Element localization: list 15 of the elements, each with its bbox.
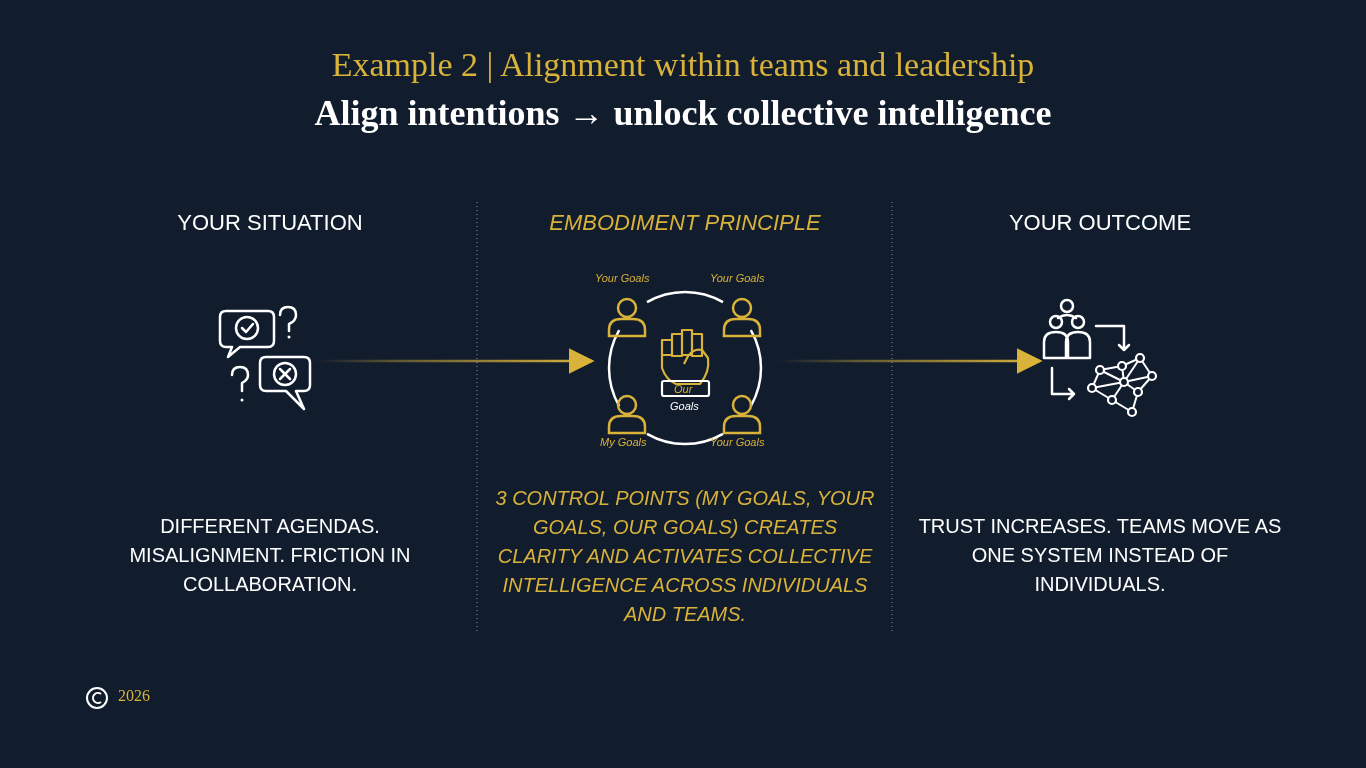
column-heading: EMBODIMENT PRINCIPLE: [548, 210, 822, 236]
goal-label: Your Goals: [710, 436, 765, 448]
goal-label: Goals: [670, 400, 699, 412]
description-text: TRUST INCREASES. TEAMS MOVE AS ONE SYSTEM INSTEAD OF INDIVIDUALS.: [917, 514, 1283, 597]
goal-label: Your Goals: [595, 272, 650, 284]
description-text: DIFFERENT AGENDAS. MISALIGNMENT. FRICTION IN COLLABORATION.: [128, 514, 412, 597]
goal-label: Our: [674, 383, 693, 395]
subtitle: Align intentions → unlock collective intelligence: [313, 92, 1053, 134]
copyright-year: 2026: [118, 687, 150, 705]
title: Example 2 | Alignment within teams and leadership: [330, 46, 1036, 84]
column-heading: YOUR OUTCOME: [1007, 210, 1193, 236]
column-heading: YOUR SITUATION: [176, 210, 364, 236]
description-text: 3 CONTROL POINTS (MY GOALS, YOUR GOALS, OUR GOALS) CREATES CLARITY AND ACTIVATES COLLECTIVE INTELLIGENCE ACROSS INDIVIDUALS AND TEAMS.: [494, 486, 876, 627]
goal-label: My Goals: [600, 436, 647, 448]
goal-label: Your Goals: [710, 272, 765, 284]
